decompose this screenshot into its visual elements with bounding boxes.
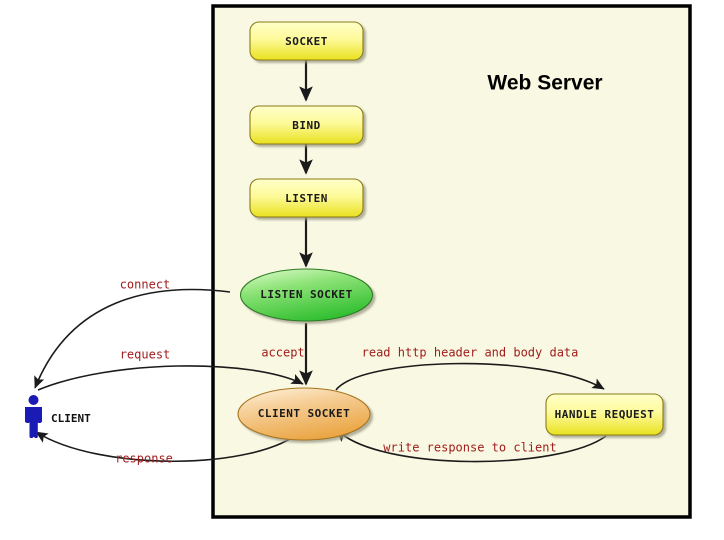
node-label-bind: BIND bbox=[292, 119, 321, 132]
node-label-client-socket: CLIENT SOCKET bbox=[258, 407, 351, 420]
edge-accept: accept bbox=[261, 323, 313, 386]
person-icon bbox=[25, 395, 42, 438]
node-label-handle-request: HANDLE REQUEST bbox=[555, 408, 655, 421]
node-socket[interactable]: SOCKET bbox=[249, 21, 364, 61]
web-server-title: Web Server bbox=[487, 72, 602, 95]
client-actor[interactable]: CLIENT bbox=[25, 395, 91, 438]
edge-connect: connect bbox=[34, 278, 231, 389]
node-label-listen-socket: LISTEN SOCKET bbox=[260, 288, 353, 301]
node-listen[interactable]: LISTEN bbox=[249, 178, 364, 218]
node-listen-socket[interactable]: LISTEN SOCKET bbox=[239, 268, 374, 322]
client-actor-label: CLIENT bbox=[51, 412, 91, 425]
edge-label-connect: connect bbox=[120, 278, 171, 292]
edge-label-accept: accept bbox=[261, 346, 304, 360]
node-label-listen: LISTEN bbox=[285, 192, 328, 205]
node-bind[interactable]: BIND bbox=[249, 105, 364, 145]
edge-label-write-response: write response to client bbox=[383, 441, 556, 455]
edge-label-response: response bbox=[115, 452, 173, 466]
node-label-socket: SOCKET bbox=[285, 35, 328, 48]
edge-write-response: write response to client bbox=[336, 429, 607, 463]
node-handle-request[interactable]: HANDLE REQUEST bbox=[545, 393, 664, 436]
node-client-socket[interactable]: CLIENT SOCKET bbox=[237, 387, 371, 441]
edge-label-read-http: read http header and body data bbox=[362, 346, 579, 360]
edge-read-http: read http header and body data bbox=[335, 346, 605, 391]
edge-response: response bbox=[35, 431, 301, 466]
edge-request: request bbox=[37, 348, 304, 391]
edge-label-request: request bbox=[120, 348, 171, 362]
